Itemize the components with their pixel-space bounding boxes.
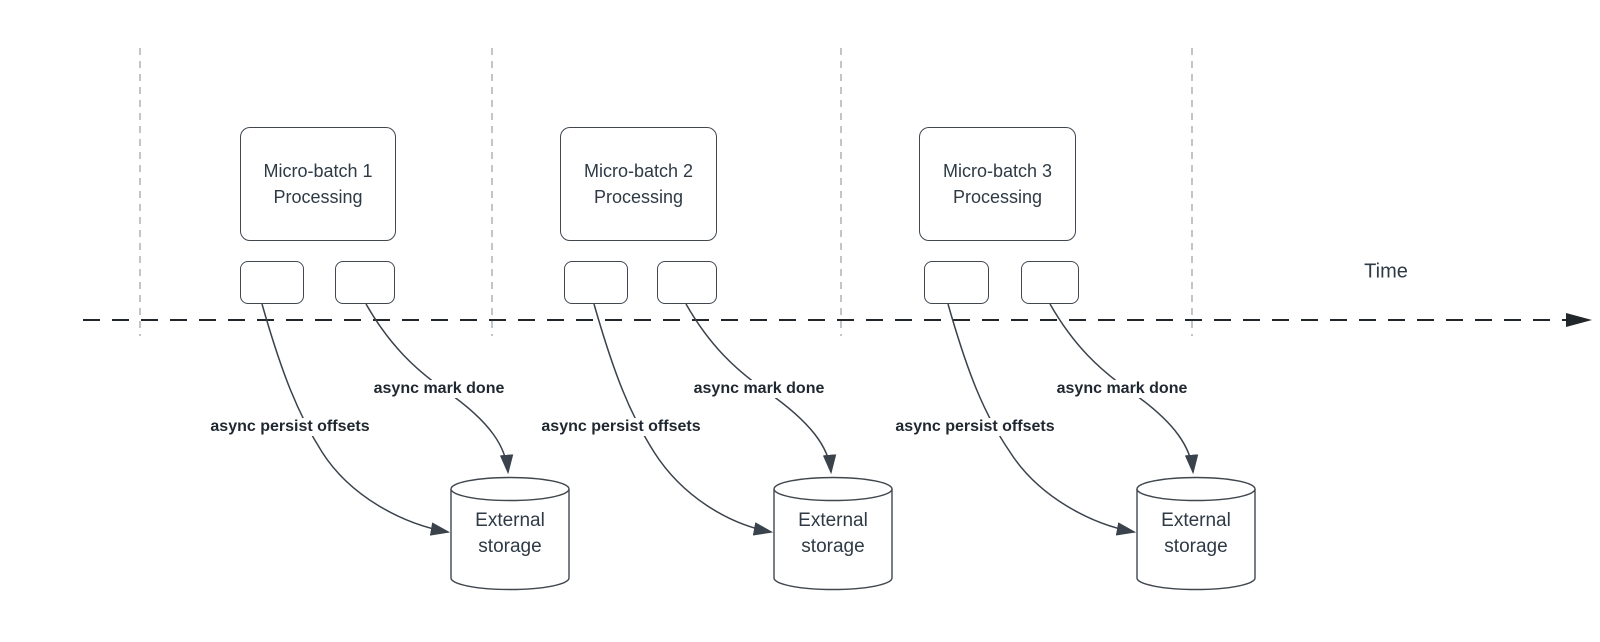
- batch-1-external-storage-cylinder: [450, 476, 570, 591]
- batch-3-persist-offsets-arrow: [947, 303, 1137, 536]
- batch-3-storage-label-line1: External: [1161, 510, 1231, 531]
- batch-1-persist-offsets-label: async persist offsets: [208, 418, 372, 436]
- micro-batch-3-title-line1: Micro-batch 3: [942, 161, 1053, 181]
- batch-1-storage-label-line2: storage: [478, 536, 542, 557]
- batch-3-persist-offsets-task-box: [924, 261, 989, 304]
- batch-1-storage-label-line1: External: [475, 510, 545, 531]
- batch-2-persist-offsets-arrow: [593, 303, 774, 536]
- batch-1-external-storage-label: External storage: [475, 508, 545, 560]
- micro-batch-3-title-line2: Processing: [952, 187, 1043, 207]
- batch-3-storage-label-line2: storage: [1164, 536, 1228, 557]
- batch-3-mark-done-label: async mark done: [1054, 380, 1190, 398]
- micro-batch-2-title-line2: Processing: [593, 187, 684, 207]
- micro-batch-1-title-line1: Micro-batch 1: [263, 161, 373, 181]
- batch-3-mark-done-task-box: [1021, 261, 1079, 304]
- batch-1-persist-offsets-task-box: [240, 261, 304, 304]
- batch-3-persist-offsets-label: async persist offsets: [893, 418, 1057, 436]
- time-axis-label: Time: [1364, 260, 1408, 283]
- batch-1-persist-offsets-arrow: [261, 303, 451, 536]
- batch-2-mark-done-label: async mark done: [691, 380, 827, 398]
- micro-batch-1-processing-box: Micro-batch 1 Processing: [240, 127, 396, 241]
- micro-batch-2-title-line1: Micro-batch 2: [583, 161, 694, 181]
- micro-batch-2-processing-box: Micro-batch 2 Processing: [560, 127, 717, 241]
- batch-2-persist-offsets-task-box: [564, 261, 628, 304]
- micro-batch-1-title-line2: Processing: [273, 187, 363, 207]
- micro-batch-3-processing-box: Micro-batch 3 Processing: [919, 127, 1076, 241]
- batch-2-storage-label-line1: External: [798, 510, 868, 531]
- batch-2-external-storage-label: External storage: [798, 508, 868, 560]
- time-axis-arrowhead: [1566, 313, 1592, 327]
- batch-2-external-storage-cylinder: [773, 476, 893, 591]
- batch-3-external-storage-label: External storage: [1161, 508, 1231, 560]
- batch-3-external-storage-cylinder: [1136, 476, 1256, 591]
- batch-2-mark-done-task-box: [657, 261, 717, 304]
- batch-2-persist-offsets-label: async persist offsets: [539, 418, 703, 436]
- batch-1-mark-done-label: async mark done: [371, 380, 507, 398]
- batch-2-storage-label-line2: storage: [801, 536, 865, 557]
- batch-1-mark-done-task-box: [335, 261, 395, 304]
